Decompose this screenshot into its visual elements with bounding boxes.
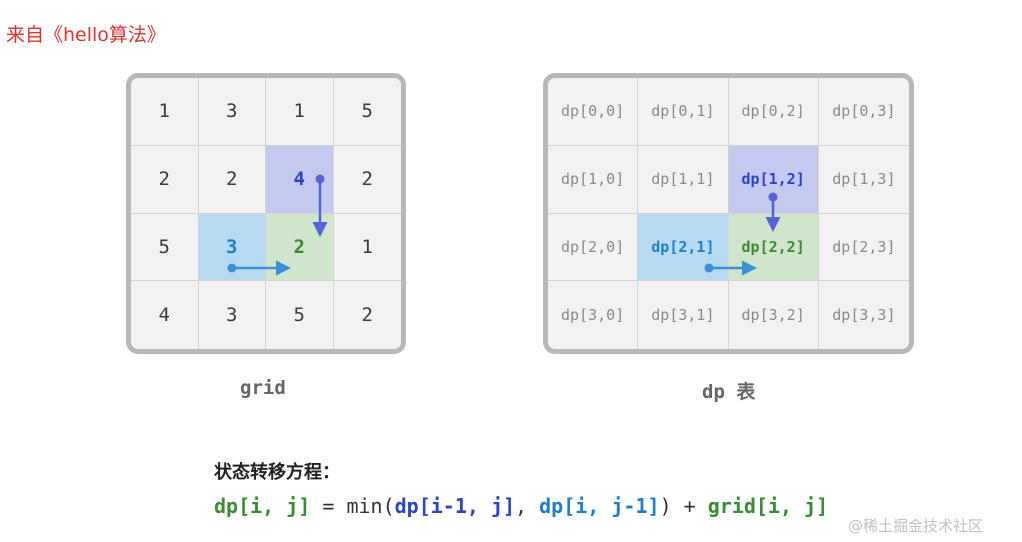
grid-cell: 1 — [333, 214, 401, 282]
grid-cell: 2 — [361, 304, 373, 327]
grid-cell: 5 — [333, 78, 401, 146]
equation-term: grid[i, j] — [707, 494, 829, 518]
dp-cell: dp[2,2] — [728, 213, 819, 282]
dp-cell: dp[2,0] — [548, 213, 639, 282]
grid-cell: 1 — [131, 78, 199, 146]
grid-cell: 4 — [131, 281, 199, 349]
grid-cell: 1 — [266, 78, 334, 146]
equation-title: 状态转移方程： — [214, 462, 340, 483]
grid-cell: 2 — [131, 145, 199, 214]
equation-term: ) + — [659, 494, 708, 518]
equation: dp[i, j] = min(dp[i-1, j], dp[i, j-1]) +… — [214, 494, 828, 518]
equation-term: dp[i, j] — [214, 494, 311, 518]
grid-cell: 5 — [131, 213, 199, 282]
dp-cell: dp[1,3] — [818, 146, 909, 214]
grid-cell: 2 — [198, 145, 266, 214]
dp-cell: dp[3,1] — [638, 281, 729, 349]
equation-term: , — [515, 494, 540, 518]
dp-cells: dp[0,0]dp[0,1]dp[0,2]dp[0,3]dp[1,0]dp[1,… — [548, 78, 909, 349]
grid-cell: 4 — [266, 145, 334, 214]
dp-cell: dp[0,0] — [548, 78, 639, 146]
dp-cell: dp[1,2] — [728, 145, 819, 214]
dp-cell: dp[2,1] — [638, 213, 729, 282]
dp-cell: dp[1,0] — [548, 145, 639, 214]
dp-cell: dp[3,3] — [832, 306, 896, 325]
grid-cell: 5 — [266, 281, 334, 349]
equation-term: dp[i, j-1] — [539, 494, 660, 518]
grid-cell: 2 — [266, 213, 334, 282]
dp-cell: dp[3,2] — [729, 281, 819, 349]
dp-cell: dp[0,2] — [728, 78, 819, 146]
dp-cell: dp[3,0] — [548, 281, 639, 349]
dp-cell: dp[1,1] — [638, 145, 729, 214]
grid-cell: 2 — [333, 146, 401, 214]
source-label: 来自《hello算法》 — [6, 24, 166, 46]
dp-cell: dp[0,3] — [818, 78, 909, 146]
grid-cell: 3 — [198, 78, 266, 146]
dp-caption: dp 表 — [702, 381, 756, 403]
equation-term: dp[i-1, j] — [394, 494, 516, 518]
dp-cell: dp[2,3] — [818, 214, 909, 282]
equation-term: = min( — [310, 494, 395, 518]
dp-table: dp[0,0]dp[0,1]dp[0,2]dp[0,3]dp[1,0]dp[1,… — [543, 73, 914, 354]
dp-cell: dp[0,1] — [638, 78, 729, 146]
grid-cell: 3 — [199, 281, 266, 349]
grid-cell: 3 — [198, 213, 266, 282]
grid-caption: grid — [240, 377, 286, 399]
watermark: @稀土掘金技术社区 — [848, 517, 984, 535]
